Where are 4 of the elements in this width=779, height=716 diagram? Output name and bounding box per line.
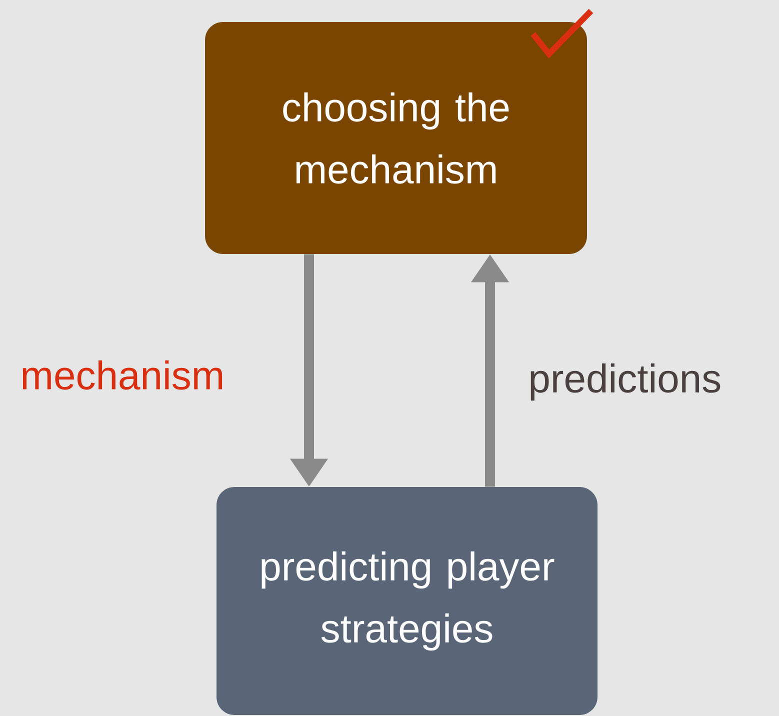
process-box: choosing the mechanism	[205, 22, 587, 254]
edge-label: predictions	[530, 363, 720, 401]
process-box: predicting player strategies	[216, 487, 598, 715]
edge-label: mechanism	[22, 360, 222, 390]
